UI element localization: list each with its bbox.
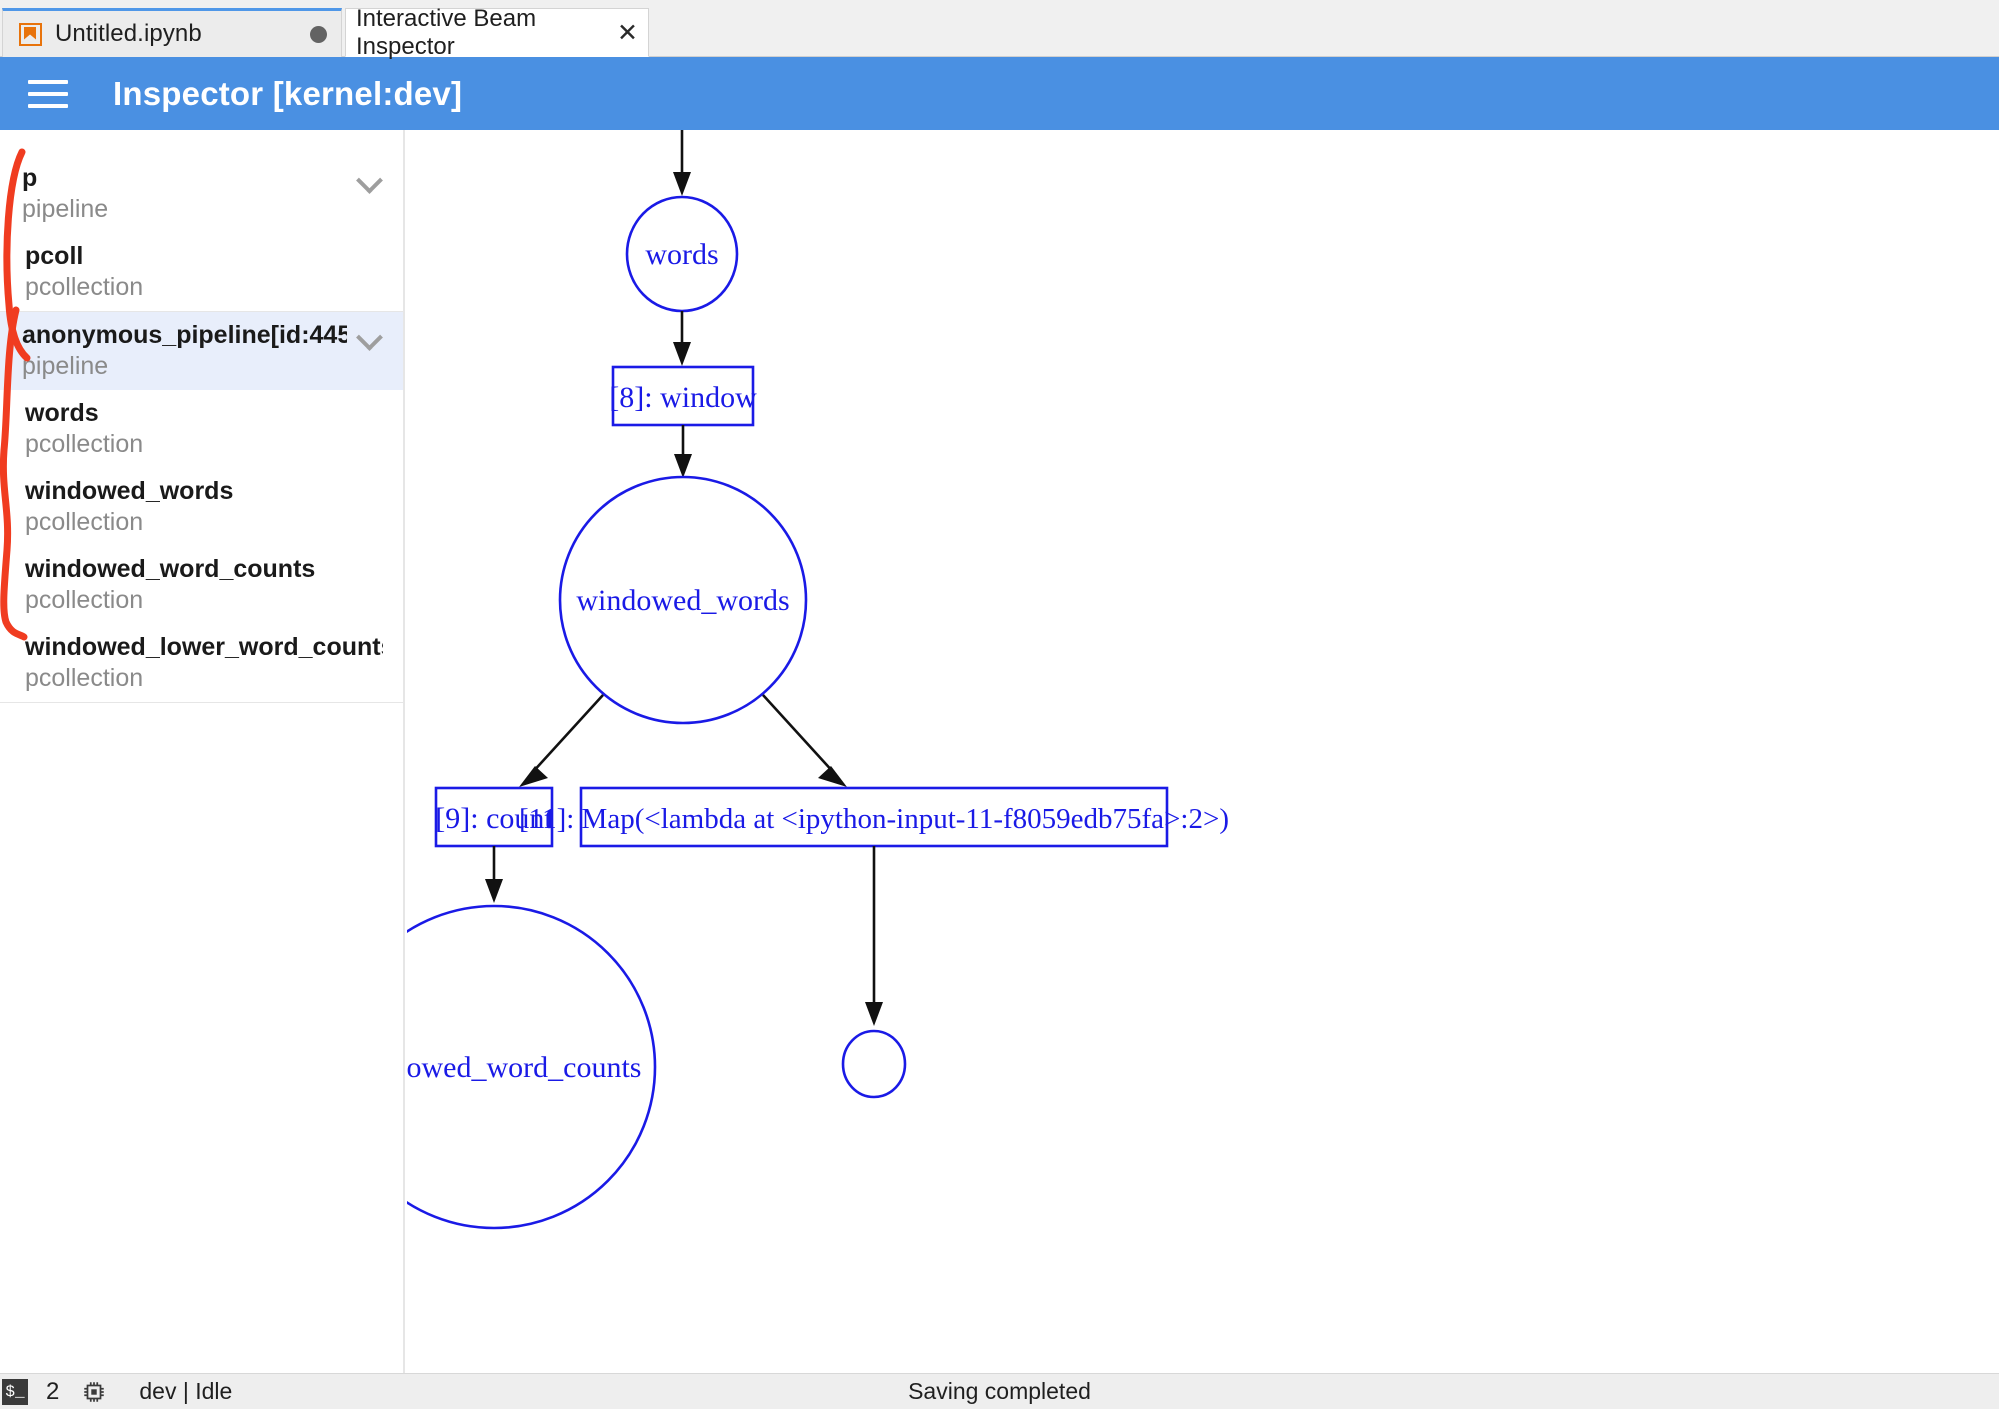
- sidebar-top-spacer: [0, 130, 403, 155]
- tab-label: Untitled.ipynb: [55, 20, 202, 47]
- status-bar: $_ 2 dev | Idle Saving completed: [0, 1373, 1999, 1409]
- graph-edge-words-to-window: [673, 311, 691, 366]
- chevron-down-icon[interactable]: [357, 328, 383, 344]
- sidebar-item-name: pcoll: [25, 242, 84, 270]
- graph-edge-windowed-words-to-map: [762, 694, 847, 787]
- save-status: Saving completed: [908, 1378, 1091, 1404]
- graph-edge-top-to-words: [673, 130, 691, 196]
- sidebar-item-windowed-word-counts[interactable]: windowed_word_counts pcollection: [0, 546, 403, 624]
- graph-node-words[interactable]: words: [625, 195, 739, 313]
- sidebar-item-type: pipeline: [22, 195, 109, 223]
- sidebar-item-type: pcollection: [25, 273, 144, 301]
- sidebar-item-windowed-lower-word-counts[interactable]: windowed_lower_word_counts pcollection: [0, 624, 403, 702]
- sidebar-item-p[interactable]: p pipeline: [0, 155, 403, 233]
- app-header: Inspector [kernel:dev]: [0, 57, 1999, 130]
- sidebar-item-anonymous-pipeline[interactable]: anonymous_pipeline[id:44516… pipeline: [0, 312, 403, 390]
- graph-node-windowed-word-counts[interactable]: windowed_word_counts: [407, 904, 657, 1230]
- sidebar-item-name: windowed_words: [25, 477, 234, 505]
- chevron-down-icon[interactable]: [357, 171, 383, 187]
- sidebar-item-type: pcollection: [25, 430, 144, 458]
- main-content: p pipeline pcoll pcollection anonymous_p…: [0, 130, 1999, 1373]
- graph-node-label: words: [645, 238, 718, 271]
- graph-node-label: windowed_words: [576, 584, 789, 617]
- sidebar-item-name: words: [25, 399, 99, 427]
- cpu-chip-icon: [84, 1381, 105, 1402]
- sidebar-item-type: pcollection: [25, 508, 144, 536]
- sidebar-item-windowed-words[interactable]: windowed_words pcollection: [0, 468, 403, 546]
- sidebar-item-type: pcollection: [25, 664, 144, 692]
- pipeline-graph: words [8]: window windowed_words: [407, 130, 1229, 1230]
- graph-node-map[interactable]: [11]: Map(<lambda at <ipython-input-11-f…: [519, 786, 1229, 848]
- tab-untitled-ipynb[interactable]: Untitled.ipynb: [2, 8, 342, 57]
- sidebar-item-type: pipeline: [22, 352, 109, 380]
- graph-edge-count-to-windowed-word-counts: [485, 846, 503, 903]
- unsaved-dot-icon[interactable]: [310, 25, 327, 43]
- sidebar-item-type: pcollection: [25, 586, 144, 614]
- graph-edge-window-to-windowed-words: [674, 425, 692, 478]
- kernel-status[interactable]: dev | Idle: [139, 1378, 233, 1404]
- sidebar-item-pcoll[interactable]: pcoll pcollection: [0, 233, 403, 311]
- tab-interactive-beam-inspector[interactable]: Interactive Beam Inspector ✕: [345, 5, 649, 60]
- sidebar-item-name: windowed_word_counts: [25, 555, 316, 583]
- terminal-icon[interactable]: $_: [2, 1378, 28, 1405]
- sidebar-item-name: windowed_lower_word_counts: [25, 633, 383, 661]
- page-title: Inspector [kernel:dev]: [113, 74, 463, 112]
- notebook-icon: [19, 22, 42, 46]
- close-icon[interactable]: ✕: [617, 18, 638, 47]
- sidebar-item-name: p: [22, 164, 38, 192]
- tab-label: Interactive Beam Inspector: [356, 4, 537, 60]
- hamburger-menu-icon[interactable]: [28, 79, 68, 108]
- graph-node-label: [8]: window: [609, 381, 757, 414]
- sidebar-item-words[interactable]: words pcollection: [0, 390, 403, 468]
- graph-node-unnamed-small[interactable]: [841, 1029, 907, 1099]
- pipeline-graph-canvas[interactable]: words [8]: window windowed_words: [407, 130, 1999, 1373]
- sidebar: p pipeline pcoll pcollection anonymous_p…: [0, 130, 405, 1373]
- graph-node-windowed-words[interactable]: windowed_words: [558, 475, 808, 725]
- sidebar-item-name: anonymous_pipeline[id:44516…: [22, 321, 347, 349]
- tab-bar: Untitled.ipynb Interactive Beam Inspecto…: [0, 0, 1999, 60]
- graph-node-label: [11]: Map(<lambda at <ipython-input-11-f…: [519, 803, 1229, 835]
- graph-edge-windowed-words-to-count: [519, 694, 604, 787]
- graph-node-label: [9]: count: [435, 802, 553, 835]
- graph-edge-map-to-unnamed: [865, 846, 883, 1026]
- kernel-count: 2: [46, 1377, 60, 1405]
- sidebar-group-p: p pipeline pcoll pcollection: [0, 155, 403, 312]
- sidebar-group-anonymous-pipeline: anonymous_pipeline[id:44516… pipeline wo…: [0, 312, 403, 703]
- graph-node-label: windowed_word_counts: [407, 1051, 641, 1084]
- graph-node-window[interactable]: [8]: window: [609, 365, 757, 427]
- graph-node-count[interactable]: [9]: count: [434, 786, 553, 848]
